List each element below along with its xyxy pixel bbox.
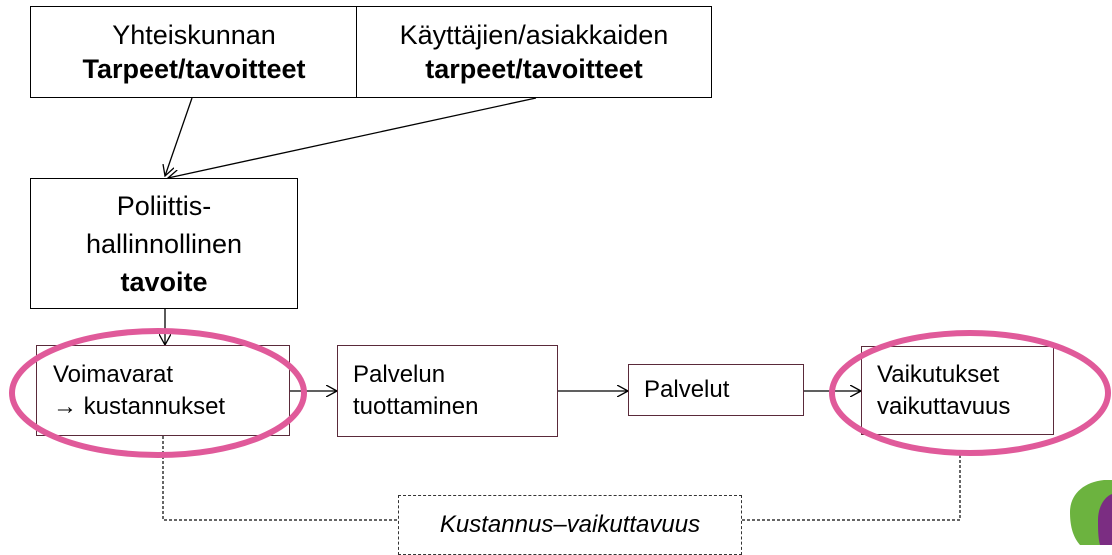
highlight-resources-ellipse — [9, 328, 307, 458]
resources-line2: → kustannukset — [53, 392, 226, 420]
production-line1: Palvelun — [353, 361, 446, 388]
society-needs-line2: Tarpeet/tavoitteet — [82, 54, 306, 84]
production-line2: tuottaminen — [353, 393, 479, 420]
highlight-effects-ellipse — [829, 330, 1111, 456]
policy-goal-line3: tavoite — [120, 266, 208, 297]
user-needs-box: Käyttäjien/asiakkaiden tarpeet/tavoittee… — [356, 6, 712, 98]
effects-box: Vaikutukset vaikuttavuus — [861, 346, 1054, 435]
effects-line1: Vaikutukset — [877, 360, 1000, 388]
resources-box: Voimavarat → kustannukset — [36, 345, 290, 436]
production-box: Palvelun tuottaminen — [337, 345, 558, 437]
arrow-society-to-policy — [165, 97, 193, 176]
user-needs-line1: Käyttäjien/asiakkaiden — [399, 20, 669, 50]
resources-line1: Voimavarat — [53, 360, 174, 388]
society-needs-box: Yhteiskunnan Tarpeet/tavoitteet — [30, 6, 358, 98]
policy-goal-line1: Poliittis- — [116, 190, 212, 221]
cost-effectiveness-label: Kustannus–vaikuttavuus — [439, 511, 701, 538]
society-needs-line1: Yhteiskunnan — [112, 20, 276, 50]
logo-icon — [1070, 480, 1112, 545]
services-line1: Palvelut — [644, 376, 730, 403]
policy-goal-box: Poliittis- hallinnollinen tavoite — [30, 178, 298, 309]
services-box: Palvelut — [628, 364, 804, 416]
effects-line2: vaikuttavuus — [877, 392, 1011, 420]
dashed-connector — [162, 436, 961, 521]
arrow-users-to-policy — [168, 97, 537, 178]
policy-goal-line2: hallinnollinen — [85, 228, 243, 259]
user-needs-line2: tarpeet/tavoitteet — [425, 54, 643, 84]
